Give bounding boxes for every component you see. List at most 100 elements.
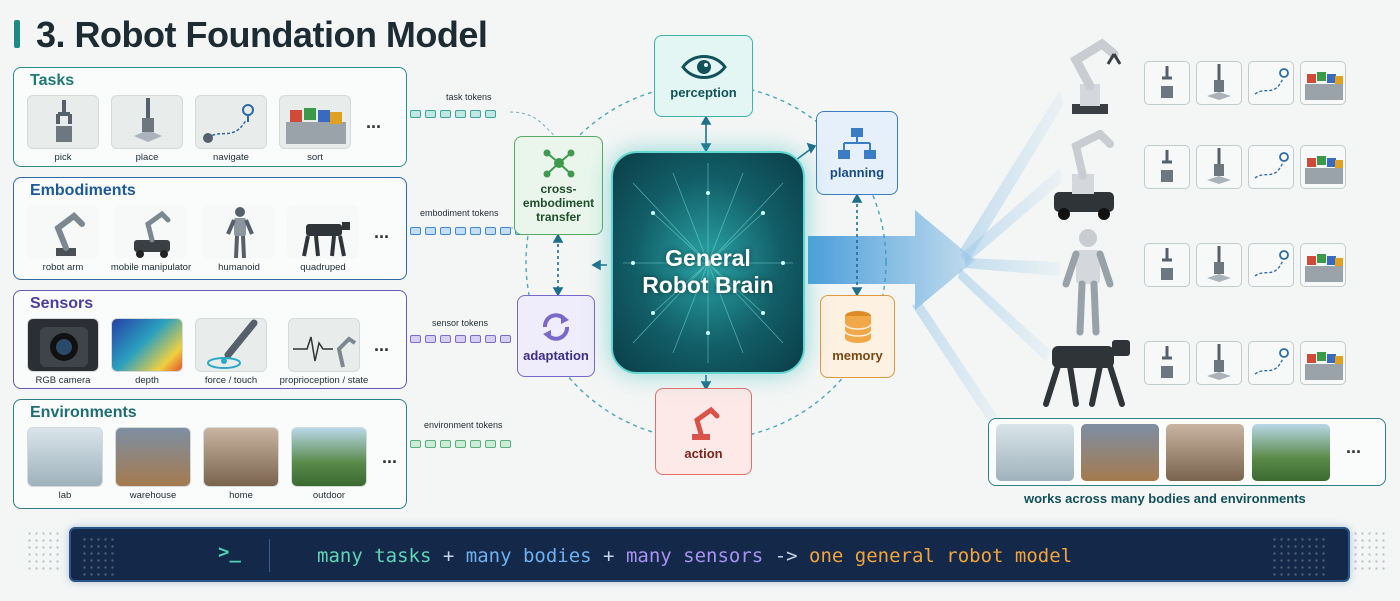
terminal-dot-grid-left bbox=[81, 536, 115, 576]
neural-network-graphic bbox=[623, 163, 793, 363]
out-place-icon bbox=[1196, 341, 1242, 385]
out-navigate-icon bbox=[1248, 145, 1294, 189]
outdoor-photo-icon bbox=[291, 427, 367, 487]
environment-token-stream bbox=[410, 437, 511, 451]
output-warehouse-photo bbox=[1081, 424, 1159, 481]
cross-label-line3: transfer bbox=[536, 209, 581, 224]
environment-warehouse: warehouse bbox=[112, 427, 194, 501]
quadruped-icon bbox=[287, 205, 359, 259]
output-row-mobile bbox=[1144, 145, 1346, 189]
adaptation-label: adaptation bbox=[523, 347, 589, 363]
memory-label: memory bbox=[832, 348, 883, 363]
tasks-more: ... bbox=[366, 111, 382, 132]
task-pick: pick bbox=[24, 95, 102, 163]
out-pick-icon bbox=[1144, 341, 1190, 385]
page-title: 3. Robot Foundation Model bbox=[36, 14, 488, 55]
network-icon bbox=[543, 149, 574, 177]
out-place-icon bbox=[1196, 243, 1242, 287]
embodiments-title: Embodiments bbox=[30, 182, 136, 199]
beam-to-arm bbox=[960, 90, 1064, 262]
output-lab-photo bbox=[996, 424, 1074, 481]
terminal-prompt-icon: >_ bbox=[218, 541, 241, 563]
task-sort: sort bbox=[276, 95, 354, 163]
embodiment-humanoid: humanoid bbox=[200, 205, 278, 273]
environment-lab: lab bbox=[24, 427, 106, 501]
term-result: one general robot model bbox=[809, 545, 1073, 567]
output-humanoid bbox=[1062, 229, 1114, 336]
eye-icon bbox=[680, 54, 727, 79]
out-navigate-icon bbox=[1248, 243, 1294, 287]
output-environments-more: ... bbox=[1346, 437, 1362, 457]
term-arrow: -> bbox=[774, 545, 798, 567]
cycle-arrows-icon bbox=[543, 312, 569, 341]
term-many-bodies: many bodies bbox=[465, 545, 592, 567]
touch-icon bbox=[195, 318, 267, 372]
proprioception-icon bbox=[288, 318, 360, 372]
beam-to-mobile bbox=[960, 168, 1062, 264]
embodiments-more: ... bbox=[374, 221, 390, 242]
embodiments-panel: Embodiments robot arm mobile manipulator… bbox=[13, 177, 407, 280]
adaptation-module: adaptation bbox=[517, 295, 595, 377]
output-row-arm bbox=[1144, 61, 1346, 105]
task-navigate: navigate bbox=[192, 95, 270, 163]
output-caption: works across many bodies and environment… bbox=[1024, 491, 1306, 506]
brain-title-line2: Robot Brain bbox=[642, 272, 774, 298]
output-row-quadruped bbox=[1144, 341, 1346, 385]
out-pick-icon bbox=[1144, 145, 1190, 189]
task-token-stream bbox=[410, 107, 496, 121]
action-label: action bbox=[684, 446, 723, 461]
output-arrow bbox=[808, 210, 975, 310]
out-pick-icon bbox=[1144, 61, 1190, 105]
term-plus-1: + bbox=[442, 545, 455, 567]
output-robot-arm bbox=[1070, 38, 1122, 114]
action-module: action bbox=[655, 388, 752, 475]
out-navigate-icon bbox=[1248, 341, 1294, 385]
output-environments-panel: ... bbox=[988, 418, 1386, 486]
out-navigate-icon bbox=[1248, 61, 1294, 105]
dot-grid-decoration-right bbox=[1352, 530, 1386, 570]
out-sort-icon bbox=[1300, 341, 1346, 385]
out-place-icon bbox=[1196, 61, 1242, 105]
sort-icon bbox=[279, 95, 351, 149]
terminal-equation: many tasks + many bodies + many sensors … bbox=[317, 545, 1072, 567]
environment-outdoor: outdoor bbox=[288, 427, 370, 501]
navigate-icon bbox=[195, 95, 267, 149]
hierarchy-icon bbox=[838, 127, 876, 159]
sensors-more: ... bbox=[374, 334, 390, 355]
output-outdoor-photo bbox=[1252, 424, 1330, 481]
environment-tokens-label: environment tokens bbox=[424, 420, 503, 430]
out-sort-icon bbox=[1300, 145, 1346, 189]
tasks-panel: Tasks pick place navigate sort ... bbox=[13, 67, 407, 167]
mobile-manipulator-icon bbox=[115, 205, 187, 259]
environments-panel: Environments lab warehouse home outdoor … bbox=[13, 399, 407, 509]
term-many-tasks: many tasks bbox=[317, 545, 432, 567]
embodiment-robot-arm: robot arm bbox=[24, 205, 102, 273]
general-robot-brain: General Robot Brain bbox=[611, 151, 805, 374]
dot-grid-decoration-left bbox=[26, 530, 60, 570]
humanoid-icon bbox=[203, 205, 275, 259]
place-icon bbox=[111, 95, 183, 149]
planning-module: planning bbox=[816, 111, 898, 195]
title-accent-bar bbox=[14, 20, 20, 48]
out-sort-icon bbox=[1300, 243, 1346, 287]
output-home-photo bbox=[1166, 424, 1244, 481]
home-photo-icon bbox=[203, 427, 279, 487]
out-sort-icon bbox=[1300, 61, 1346, 105]
sensor-depth: depth bbox=[108, 318, 186, 386]
cross-embodiment-module: cross- embodiment transfer bbox=[514, 136, 603, 235]
environments-title: Environments bbox=[30, 404, 137, 421]
pick-icon bbox=[27, 95, 99, 149]
robot-arm-icon bbox=[27, 205, 99, 259]
sensor-token-stream bbox=[410, 332, 511, 346]
output-mobile-manipulator bbox=[1054, 130, 1114, 220]
embodiment-quadruped: quadruped bbox=[284, 205, 362, 273]
out-place-icon bbox=[1196, 145, 1242, 189]
summary-terminal: >_ many tasks + many bodies + many senso… bbox=[69, 527, 1350, 582]
warehouse-photo-icon bbox=[115, 427, 191, 487]
brain-title-line1: General bbox=[665, 245, 751, 271]
camera-icon bbox=[27, 318, 99, 372]
sensor-proprioception: proprioception / state bbox=[276, 318, 372, 386]
output-row-humanoid bbox=[1144, 243, 1346, 287]
planning-label: planning bbox=[829, 164, 885, 180]
output-quadruped bbox=[1043, 340, 1130, 407]
